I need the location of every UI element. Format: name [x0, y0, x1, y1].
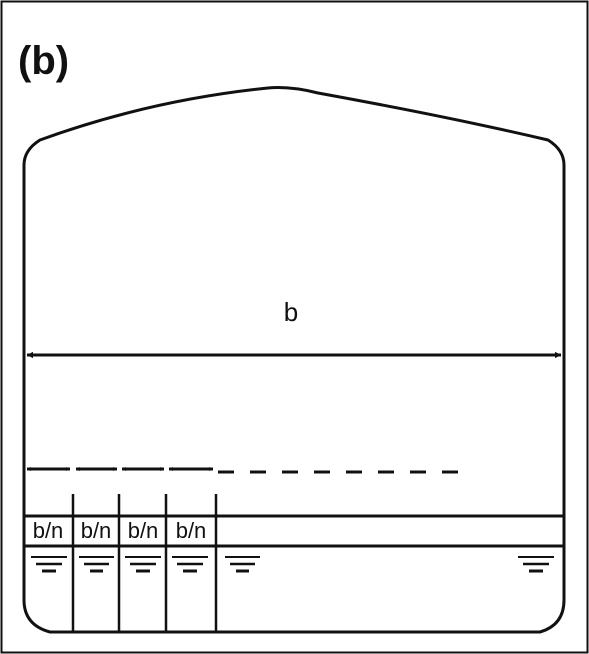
water-surface-symbol-4 — [172, 556, 208, 573]
water-surface-symbol-6 — [518, 556, 554, 573]
segment-label-4: b/n — [176, 518, 207, 543]
segment-label-1: b/n — [33, 518, 64, 543]
segment-label-3: b/n — [128, 518, 159, 543]
channel-outline — [22, 86, 566, 634]
segment-label-2: b/n — [81, 518, 112, 543]
panel-label: (b) — [18, 39, 69, 83]
water-surface-symbol-2 — [79, 556, 114, 573]
water-surface-symbol-5 — [225, 556, 260, 573]
width-label: b — [284, 297, 298, 327]
water-surface-symbol-3 — [125, 556, 161, 573]
water-surface-symbol-1 — [31, 556, 67, 573]
